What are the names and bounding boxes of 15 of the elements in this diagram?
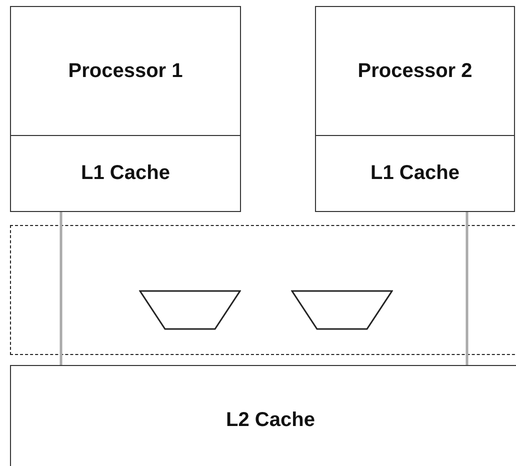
box-label: Processor 1 (68, 60, 183, 83)
trapezoid-shape (139, 290, 241, 330)
cache-box (315, 135, 515, 212)
box-label: L1 Cache (370, 162, 460, 185)
processor-box (10, 6, 241, 136)
processor-box (315, 6, 515, 136)
box-label: Processor 2 (358, 60, 472, 83)
connector-line (60, 212, 62, 365)
dashed-region (10, 225, 516, 355)
box-label: L1 Cache (81, 162, 170, 185)
cache-box (10, 365, 516, 466)
cache-box (10, 135, 241, 212)
box-label: L2 Cache (226, 409, 315, 432)
trapezoid-shape (291, 290, 393, 330)
connector-line (466, 212, 468, 365)
